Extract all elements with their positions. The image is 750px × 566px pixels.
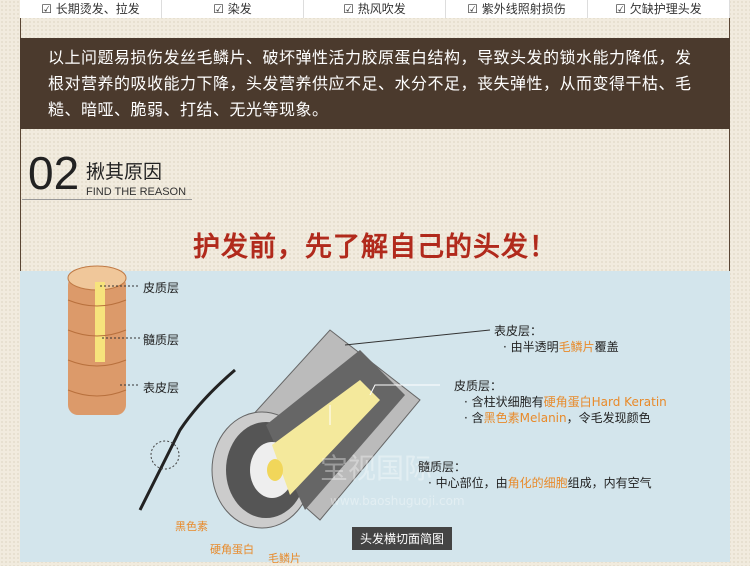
intro-text: 以上问题易损伤发丝毛鳞片、破坏弹性活力胶原蛋白结构，导致头发的锁水能力降低，发根… — [20, 38, 730, 129]
label-keratin: 硬角蛋白 — [210, 543, 254, 556]
medulla-title: 髓质层： — [418, 460, 467, 474]
cause-tab: ☑ 热风吹发 — [304, 0, 446, 18]
label-cortex: 皮质层 — [143, 281, 180, 295]
section-subtitle: FIND THE REASON — [86, 186, 187, 198]
section-number: 02 — [28, 147, 80, 199]
medulla-desc: · 中心部位，由角化的细胞组成，内有空气 — [428, 476, 652, 490]
cause-tabs: ☑ 长期烫发、拉发 ☑ 染发 ☑ 热风吹发 ☑ 紫外线照射损伤 ☑ 欠缺护理头发 — [20, 0, 730, 18]
hair-cross-section — [211, 329, 491, 529]
watermark: 宝视国际 www.baoshuguoji.com — [320, 452, 465, 508]
svg-text:宝视国际: 宝视国际 — [320, 452, 432, 485]
cuticle-title: 表皮层： — [494, 324, 543, 338]
cause-tab: ☑ 紫外线照射损伤 — [446, 0, 588, 18]
hair-strand-icon — [67, 265, 140, 415]
label-medulla: 髓质层 — [143, 333, 180, 347]
cause-tab: ☑ 长期烫发、拉发 — [20, 0, 162, 18]
cortex-desc-1: · 含柱状细胞有硬角蛋白Hard Keratin — [464, 395, 667, 409]
cortex-desc-2: · 含黑色素Melanin，令毛发现颜色 — [464, 411, 651, 425]
label-scale: 毛鳞片 — [268, 552, 301, 565]
label-melanin: 黑色素 — [175, 520, 208, 533]
cortex-title: 皮质层： — [454, 379, 503, 393]
cause-tab: ☑ 染发 — [162, 0, 304, 18]
section-title: 揪其原因 — [86, 161, 163, 183]
diagram-caption: 头发横切面简图 — [352, 527, 453, 550]
label-cuticle: 表皮层 — [143, 381, 180, 395]
hair-curve — [138, 368, 236, 511]
divider — [22, 199, 192, 200]
svg-text:www.baoshuguoji.com: www.baoshuguoji.com — [330, 494, 465, 508]
cause-tab: ☑ 欠缺护理头发 — [588, 0, 730, 18]
headline: 护发前，先了解自己的头发！ — [193, 232, 557, 263]
cuticle-desc: · 由半透明毛鳞片覆盖 — [503, 340, 619, 354]
